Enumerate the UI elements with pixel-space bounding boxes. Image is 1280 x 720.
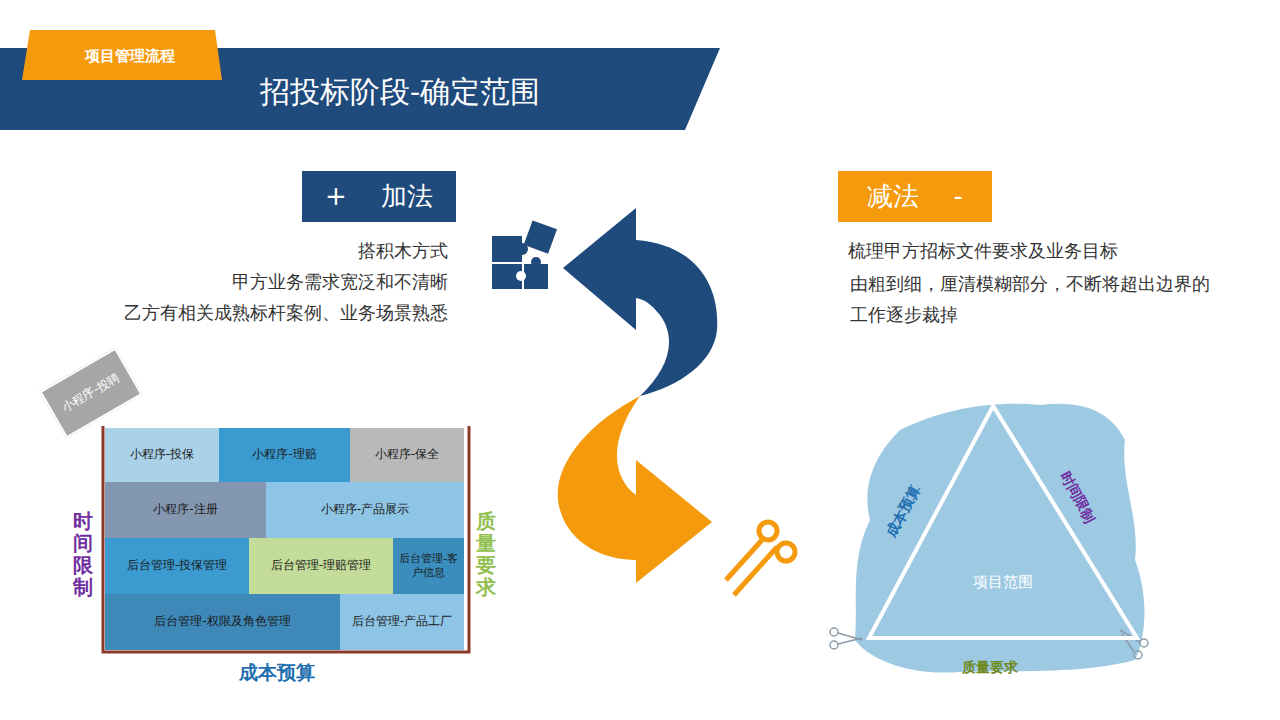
minus-box: 减法 - xyxy=(838,171,992,222)
corner-scissors xyxy=(830,628,1148,659)
node-text: 小程序-注册 xyxy=(153,502,217,518)
module-box: 后台管理-客户信息 xyxy=(393,538,464,594)
module-box: 小程序-投保 xyxy=(105,428,219,482)
point-text: 由粗到细，厘清模糊部分，不断将超出边界的工作逐步裁掉 xyxy=(850,268,1212,330)
arrow-body xyxy=(636,240,717,396)
point-text: 乙方有相关成熟标杆案例、业务场景熟悉 xyxy=(90,300,448,325)
node-text: 小程序-理赔 xyxy=(252,447,316,463)
side-label: 成本预算 xyxy=(873,467,933,556)
puzzle-icon xyxy=(492,220,557,289)
scope-blob xyxy=(855,404,1144,673)
module-box: 小程序-投聘 xyxy=(39,348,142,439)
module-box: 后台管理-投保管理 xyxy=(105,538,249,594)
section-tab: 项目管理流程 xyxy=(30,46,230,67)
module-box: 小程序-理赔 xyxy=(219,428,350,482)
title: 招投标阶段-确定范围 xyxy=(230,70,570,114)
arrow-head xyxy=(636,460,712,583)
node-text: 后台管理-产品工厂 xyxy=(352,614,452,630)
node-text: 后台管理-理赔管理 xyxy=(271,558,371,574)
node-text: 后台管理-客户信息 xyxy=(397,552,460,581)
point-text: 搭积木方式 xyxy=(90,238,448,263)
triangle-line xyxy=(869,406,1137,638)
arrow-body xyxy=(558,396,640,560)
axis-label: 成本预算 xyxy=(177,659,377,686)
side-label: 质量要求 xyxy=(940,657,1040,677)
module-box: 后台管理-权限及角色管理 xyxy=(105,594,340,650)
node-text: 项目范围 xyxy=(973,573,1033,593)
module-box: 后台管理-理赔管理 xyxy=(249,538,393,594)
scissors-icon xyxy=(726,522,795,595)
node-text: 小程序-保全 xyxy=(375,447,439,463)
node-text: + 加法 xyxy=(325,180,433,214)
module-box: 小程序-注册 xyxy=(105,482,266,538)
point-text: 甲方业务需求宽泛和不清晰 xyxy=(90,269,448,294)
node-text: 后台管理-权限及角色管理 xyxy=(154,614,290,630)
node-text: 小程序-投保 xyxy=(130,447,194,463)
axis-label: 质量要求 xyxy=(476,510,496,598)
plus-box: + 加法 xyxy=(302,171,456,222)
module-box: 后台管理-产品工厂 xyxy=(340,594,464,650)
side-label: 时间限制 xyxy=(1048,453,1108,542)
module-box: 小程序-保全 xyxy=(350,428,464,482)
node-text: 小程序-产品展示 xyxy=(321,502,409,518)
node-text: 后台管理-投保管理 xyxy=(127,558,227,574)
axis-label: 时间限制 xyxy=(73,510,93,598)
node-text: 减法 - xyxy=(867,180,963,214)
frame xyxy=(103,426,469,652)
node-text: 小程序-投聘 xyxy=(59,370,123,416)
point-text: 梳理甲方招标文件要求及业务目标 xyxy=(848,238,1228,263)
arrow-head xyxy=(563,208,636,330)
module-box: 小程序-产品展示 xyxy=(266,482,464,538)
